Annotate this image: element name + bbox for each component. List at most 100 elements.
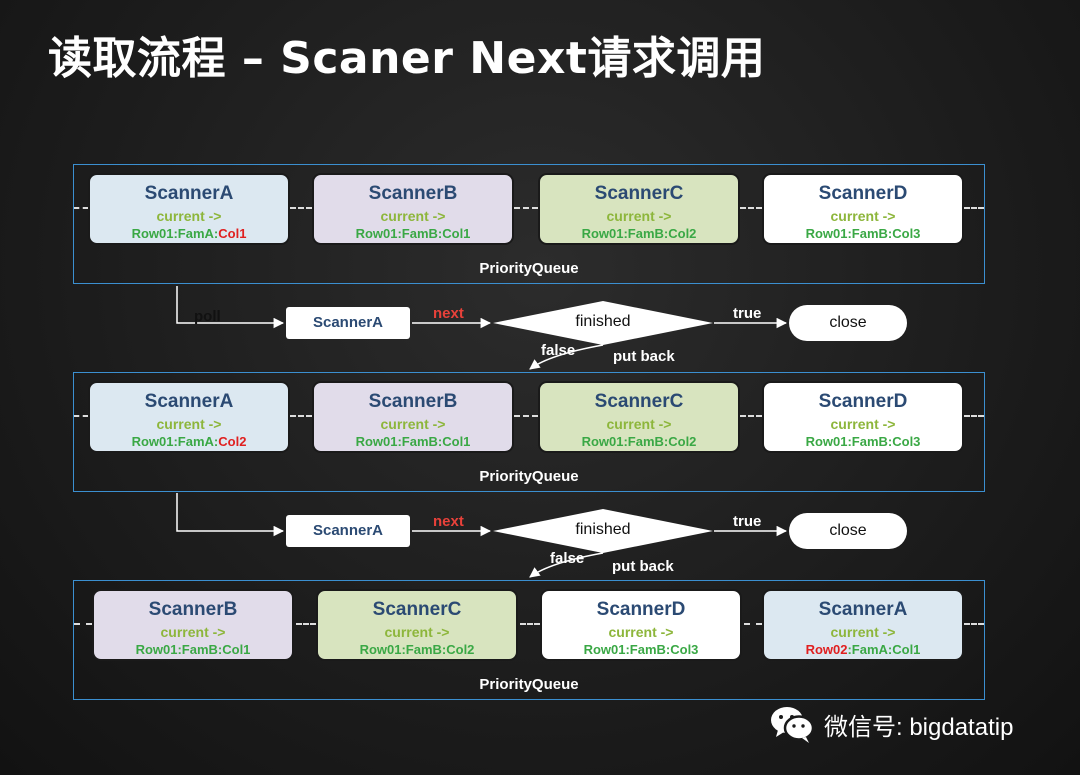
scanner-row: Row01:FamB:Col3 — [542, 642, 740, 657]
row-highlight: Row02 — [805, 642, 848, 657]
row-prefix: Row01:FamB:Col2 — [359, 642, 475, 657]
scanner-card: ScannerC current -> Row01:FamB:Col2 — [538, 381, 740, 453]
finished-label: finished — [575, 521, 631, 538]
scanner-card: ScannerD current -> Row01:FamB:Col3 — [762, 381, 964, 453]
put-back-label: put back — [612, 558, 674, 575]
queue-connector — [296, 623, 316, 625]
queue-connector — [964, 415, 984, 417]
scanner-current: current -> — [830, 208, 896, 224]
priority-queue-label: PriorityQueue — [479, 676, 579, 693]
finished-diamond — [493, 301, 713, 345]
queue-connector — [964, 623, 984, 625]
queue-connector — [74, 415, 88, 417]
queue-connector — [74, 623, 92, 625]
close-node: close — [789, 305, 907, 341]
scanner-current: current -> — [380, 208, 446, 224]
scanner-current: current -> — [160, 624, 226, 640]
finished-label: finished — [575, 313, 631, 330]
scanner-row: Row01:FamB:Col2 — [540, 434, 738, 449]
scanner-name: ScannerB — [368, 183, 458, 204]
queue-connector — [740, 415, 762, 417]
queue-connector — [290, 207, 312, 209]
scanner-row: Row01:FamB:Col1 — [94, 642, 292, 657]
scanner-current: current -> — [830, 416, 896, 432]
row-prefix: Row01:FamB:Col1 — [355, 434, 471, 449]
put-back-label: put back — [613, 348, 675, 365]
scanner-current: current -> — [830, 624, 896, 640]
priority-queue-label: PriorityQueue — [479, 260, 579, 277]
scanner-row: Row01:FamB:Col3 — [764, 226, 962, 241]
queue-connector — [964, 207, 984, 209]
queue-connector — [520, 623, 540, 625]
scanner-name: ScannerC — [372, 599, 462, 620]
scanner-name: ScannerD — [818, 391, 908, 412]
scanner-row: Row01:FamB:Col1 — [314, 226, 512, 241]
scanner-row: Row01:FamA:Col2 — [90, 434, 288, 449]
false-arrow — [529, 552, 604, 578]
wechat-icon — [771, 707, 815, 743]
row-prefix: Row01:FamB:Col3 — [805, 226, 921, 241]
scanner-card: ScannerB current -> Row01:FamB:Col1 — [92, 589, 294, 661]
scanner-name: ScannerD — [818, 183, 908, 204]
scanner-name: ScannerB — [368, 391, 458, 412]
poll-label: poll — [194, 308, 221, 325]
scanner-row: Row01:FamA:Col1 — [90, 226, 288, 241]
scanner-name: ScannerC — [594, 183, 684, 204]
false-label: false — [541, 342, 576, 359]
scanner-row: Row01:FamB:Col2 — [540, 226, 738, 241]
scanner-row: Row01:FamB:Col2 — [318, 642, 516, 657]
scanner-current: current -> — [380, 416, 446, 432]
scanner-card: ScannerD current -> Row01:FamB:Col3 — [762, 173, 964, 245]
scanner-card: ScannerB current -> Row01:FamB:Col1 — [312, 173, 514, 245]
row-prefix: Row01:FamB:Col2 — [581, 226, 697, 241]
queue-connector — [514, 415, 538, 417]
page-title: 读取流程 – Scaner Next请求调用 — [48, 33, 766, 84]
scanner-current: current -> — [156, 416, 222, 432]
scanner-name: ScannerC — [594, 391, 684, 412]
row-prefix: Row01:FamB:Col3 — [583, 642, 699, 657]
queue-connector — [740, 207, 762, 209]
scanner-card: ScannerC current -> Row01:FamB:Col2 — [538, 173, 740, 245]
scanner-current: current -> — [384, 624, 450, 640]
poll-arrow — [176, 493, 285, 537]
queue-connector — [290, 415, 312, 417]
watermark: 微信号: bigdatatip — [768, 702, 1013, 746]
scanner-current: current -> — [606, 416, 672, 432]
scanner-row: Row01:FamB:Col1 — [314, 434, 512, 449]
row-suffix: :FamA:Col1 — [847, 642, 921, 657]
false-label: false — [550, 550, 585, 567]
scanner-row: Row01:FamB:Col3 — [764, 434, 962, 449]
scanner-box: ScannerA — [286, 307, 410, 339]
scanner-current: current -> — [606, 208, 672, 224]
row-prefix: Row01:FamB:Col1 — [355, 226, 471, 241]
priority-queue-3: ScannerB current -> Row01:FamB:Col1 Scan… — [73, 580, 985, 700]
scanner-current: current -> — [156, 208, 222, 224]
row-prefix: Row01:FamA: — [131, 226, 219, 241]
scanner-box: ScannerA — [286, 515, 410, 547]
priority-queue-2: ScannerA current -> Row01:FamA:Col2 Scan… — [73, 372, 985, 492]
next-label: next — [433, 513, 464, 530]
false-arrow — [529, 344, 604, 370]
close-node: close — [789, 513, 907, 549]
next-label: next — [433, 305, 464, 322]
scanner-card: ScannerD current -> Row01:FamB:Col3 — [540, 589, 742, 661]
finished-diamond — [493, 509, 713, 553]
true-label: true — [733, 305, 762, 322]
row-prefix: Row01:FamB:Col3 — [805, 434, 921, 449]
queue-connector — [744, 623, 762, 625]
scanner-card: ScannerB current -> Row01:FamB:Col1 — [312, 381, 514, 453]
row-prefix: Row01:FamB:Col2 — [581, 434, 697, 449]
queue-connector — [74, 207, 88, 209]
priority-queue-label: PriorityQueue — [479, 468, 579, 485]
poll-arrow — [176, 286, 285, 329]
scanner-card: ScannerA current -> Row01:FamA:Col1 — [88, 173, 290, 245]
queue-connector — [514, 207, 538, 209]
scanner-name: ScannerA — [144, 183, 234, 204]
scanner-card: ScannerA current -> Row01:FamA:Col2 — [88, 381, 290, 453]
scanner-row: Row02:FamA:Col1 — [764, 642, 962, 657]
row-prefix: Row01:FamA: — [131, 434, 219, 449]
row-highlight: Col1 — [218, 226, 247, 241]
scanner-card: ScannerA current -> Row02:FamA:Col1 — [762, 589, 964, 661]
scanner-name: ScannerD — [596, 599, 686, 620]
